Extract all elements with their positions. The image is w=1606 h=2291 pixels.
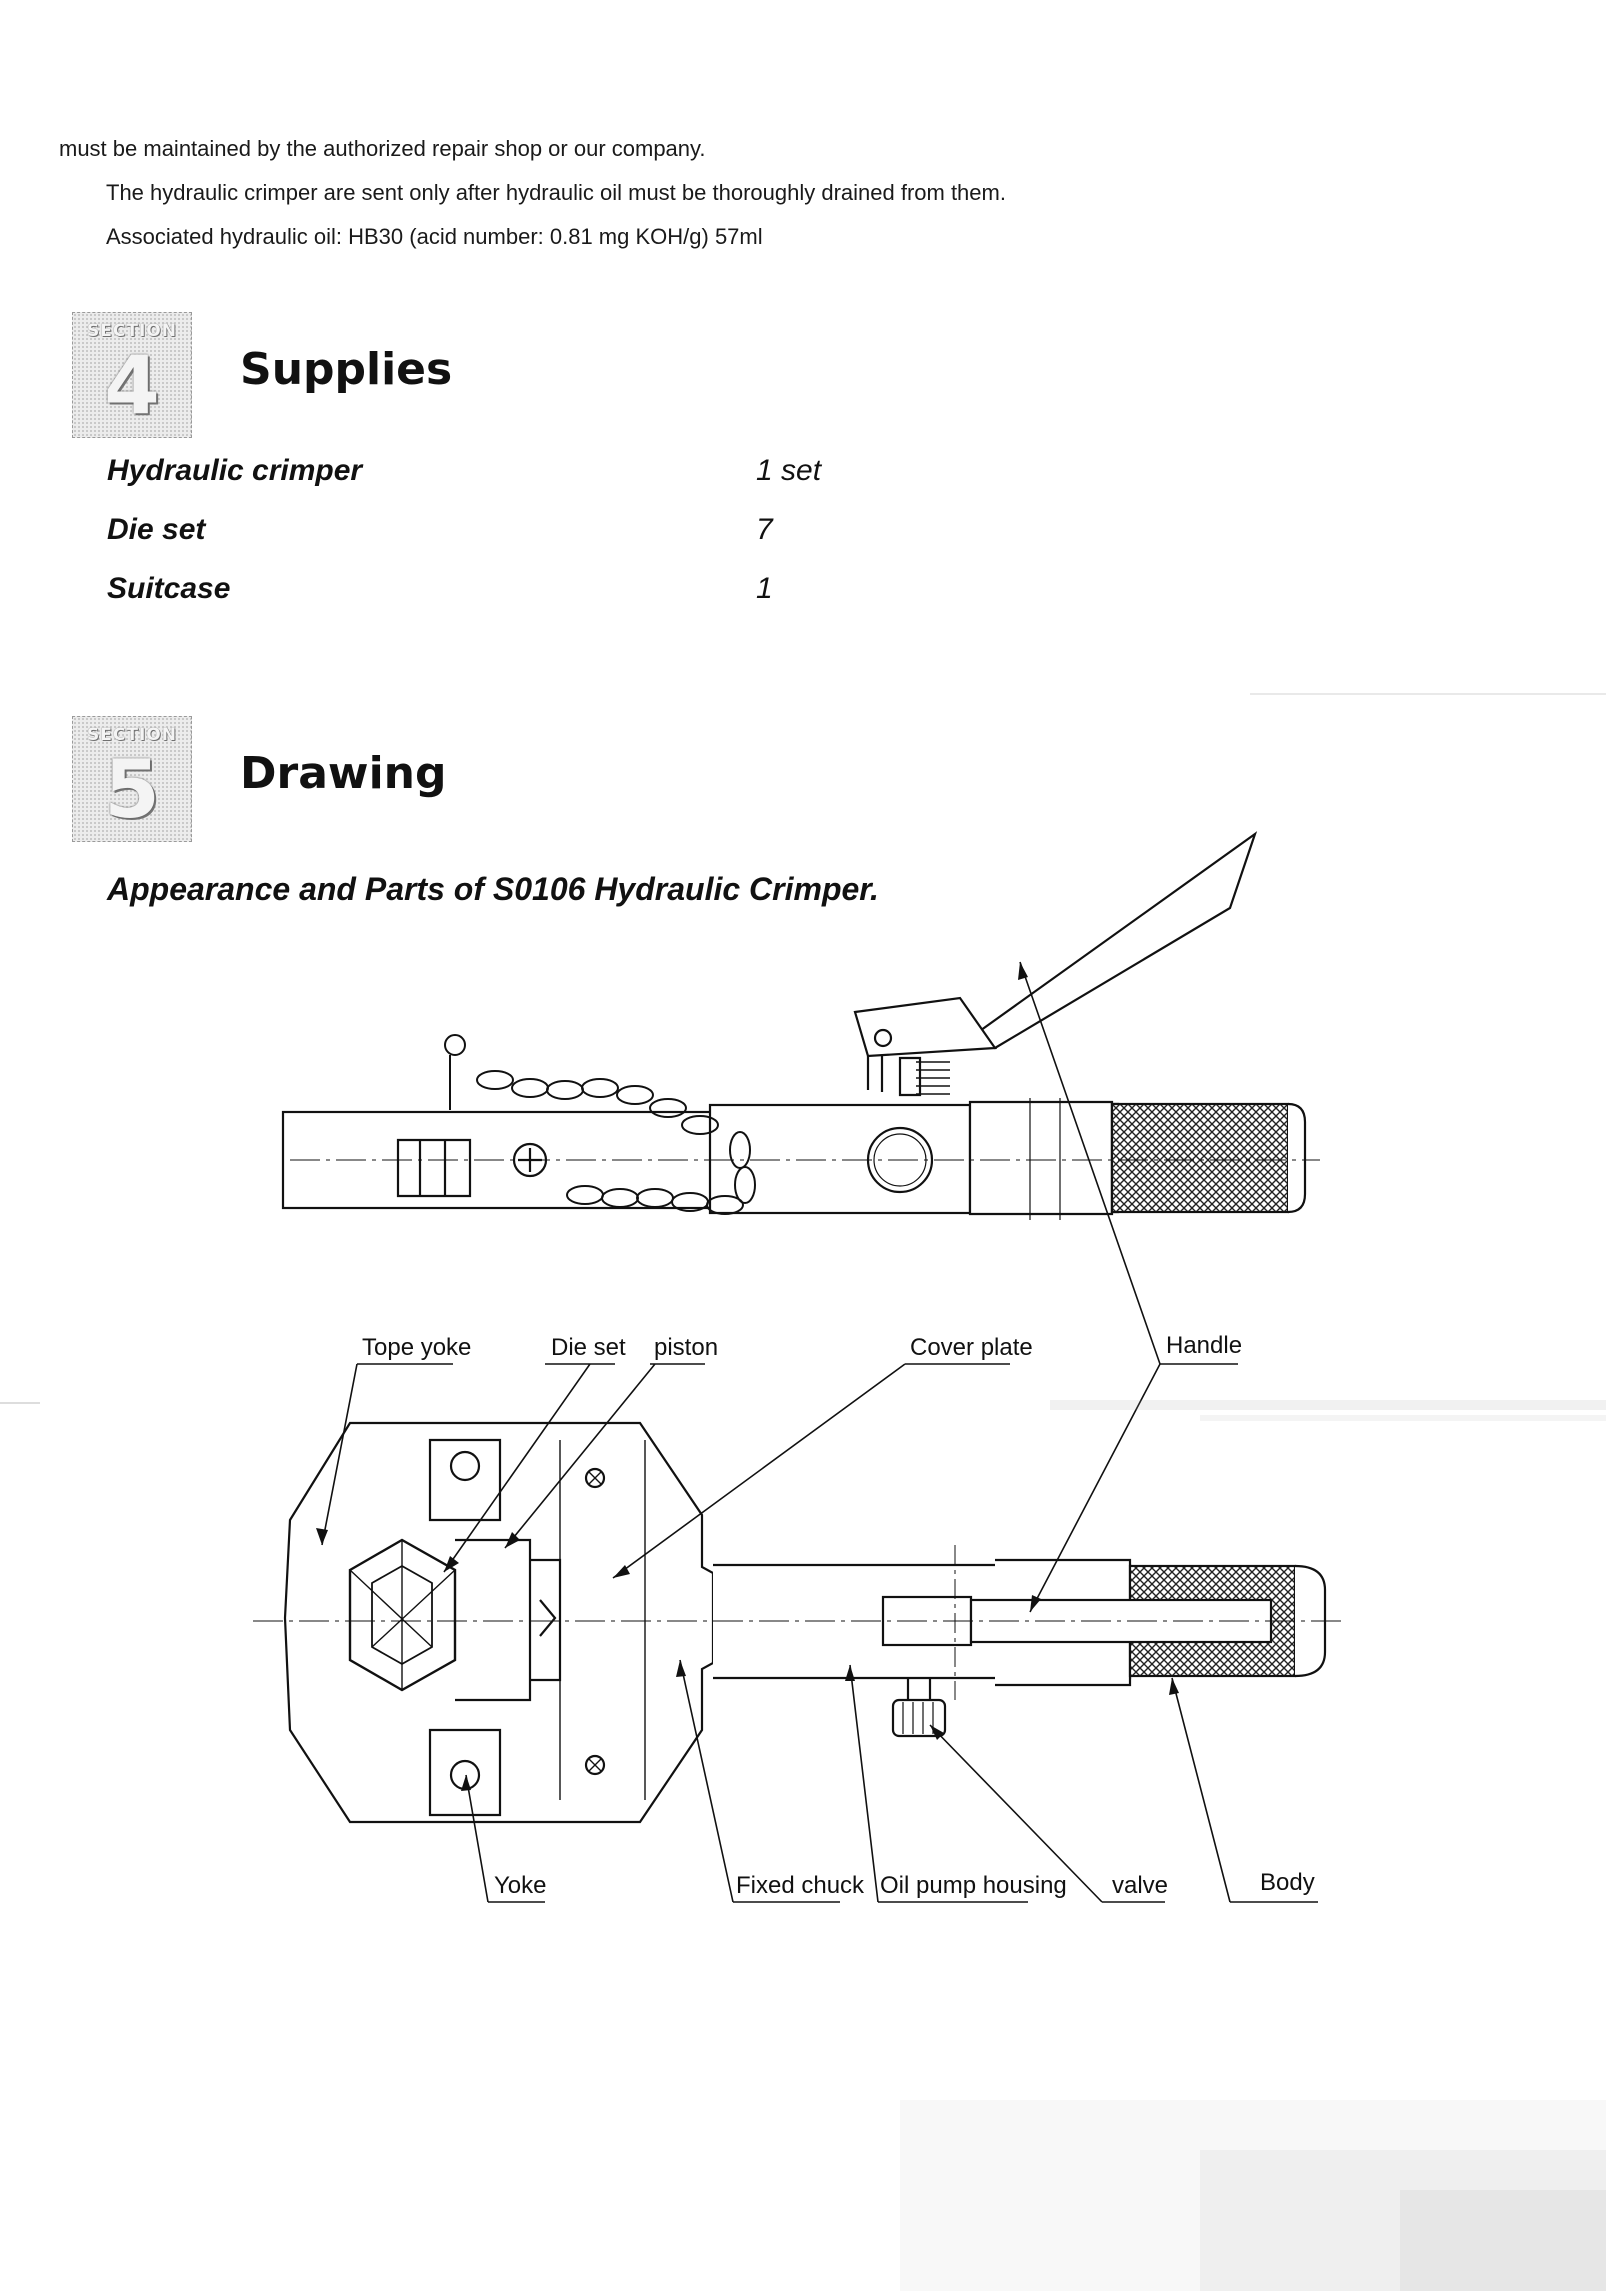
section-4-title: Supplies <box>240 344 453 395</box>
section-4-badge: SECTION 4 <box>72 312 192 438</box>
section-5-badge-word: SECTION <box>87 725 177 745</box>
section-4-badge-word: SECTION <box>87 321 177 341</box>
supply-item-qty: 7 <box>756 513 773 546</box>
intro-line-2: The hydraulic crimper are sent only afte… <box>106 180 1006 205</box>
supply-item-name: Suitcase <box>107 572 231 605</box>
label-fixed-chuck: Fixed chuck <box>736 1872 865 1899</box>
label-tope-yoke: Tope yoke <box>362 1334 471 1361</box>
side-view <box>281 831 1320 1220</box>
label-valve: valve <box>1112 1872 1168 1899</box>
intro-line-1: must be maintained by the authorized rep… <box>59 136 706 161</box>
label-piston: piston <box>654 1334 718 1361</box>
label-body: Body <box>1260 1869 1315 1896</box>
callout-leaders <box>321 961 1318 1903</box>
section-5-badge-number: 5 <box>104 743 160 836</box>
section-5-badge: SECTION 5 <box>72 716 192 842</box>
label-die-set: Die set <box>551 1334 626 1361</box>
label-yoke: Yoke <box>494 1872 547 1899</box>
callout-arrowheads <box>316 962 1179 1791</box>
label-oil-pump-housing: Oil pump housing <box>880 1872 1067 1899</box>
supply-item-name: Die set <box>107 513 206 546</box>
supply-item-name: Hydraulic crimper <box>107 454 363 487</box>
section-4-badge-number: 4 <box>104 339 160 432</box>
front-view <box>253 1421 1345 1824</box>
drawing-subtitle: Appearance and Parts of S0106 Hydraulic … <box>107 871 879 907</box>
label-cover-plate: Cover plate <box>910 1334 1033 1361</box>
supply-item-qty: 1 <box>756 572 773 605</box>
label-handle: Handle <box>1166 1332 1242 1359</box>
chain <box>444 1034 756 1215</box>
intro-line-3: Associated hydraulic oil: HB30 (acid num… <box>106 224 763 249</box>
supply-item-qty: 1 set <box>756 454 822 487</box>
section-5-title: Drawing <box>240 748 447 799</box>
handle-lever <box>853 831 1258 1097</box>
